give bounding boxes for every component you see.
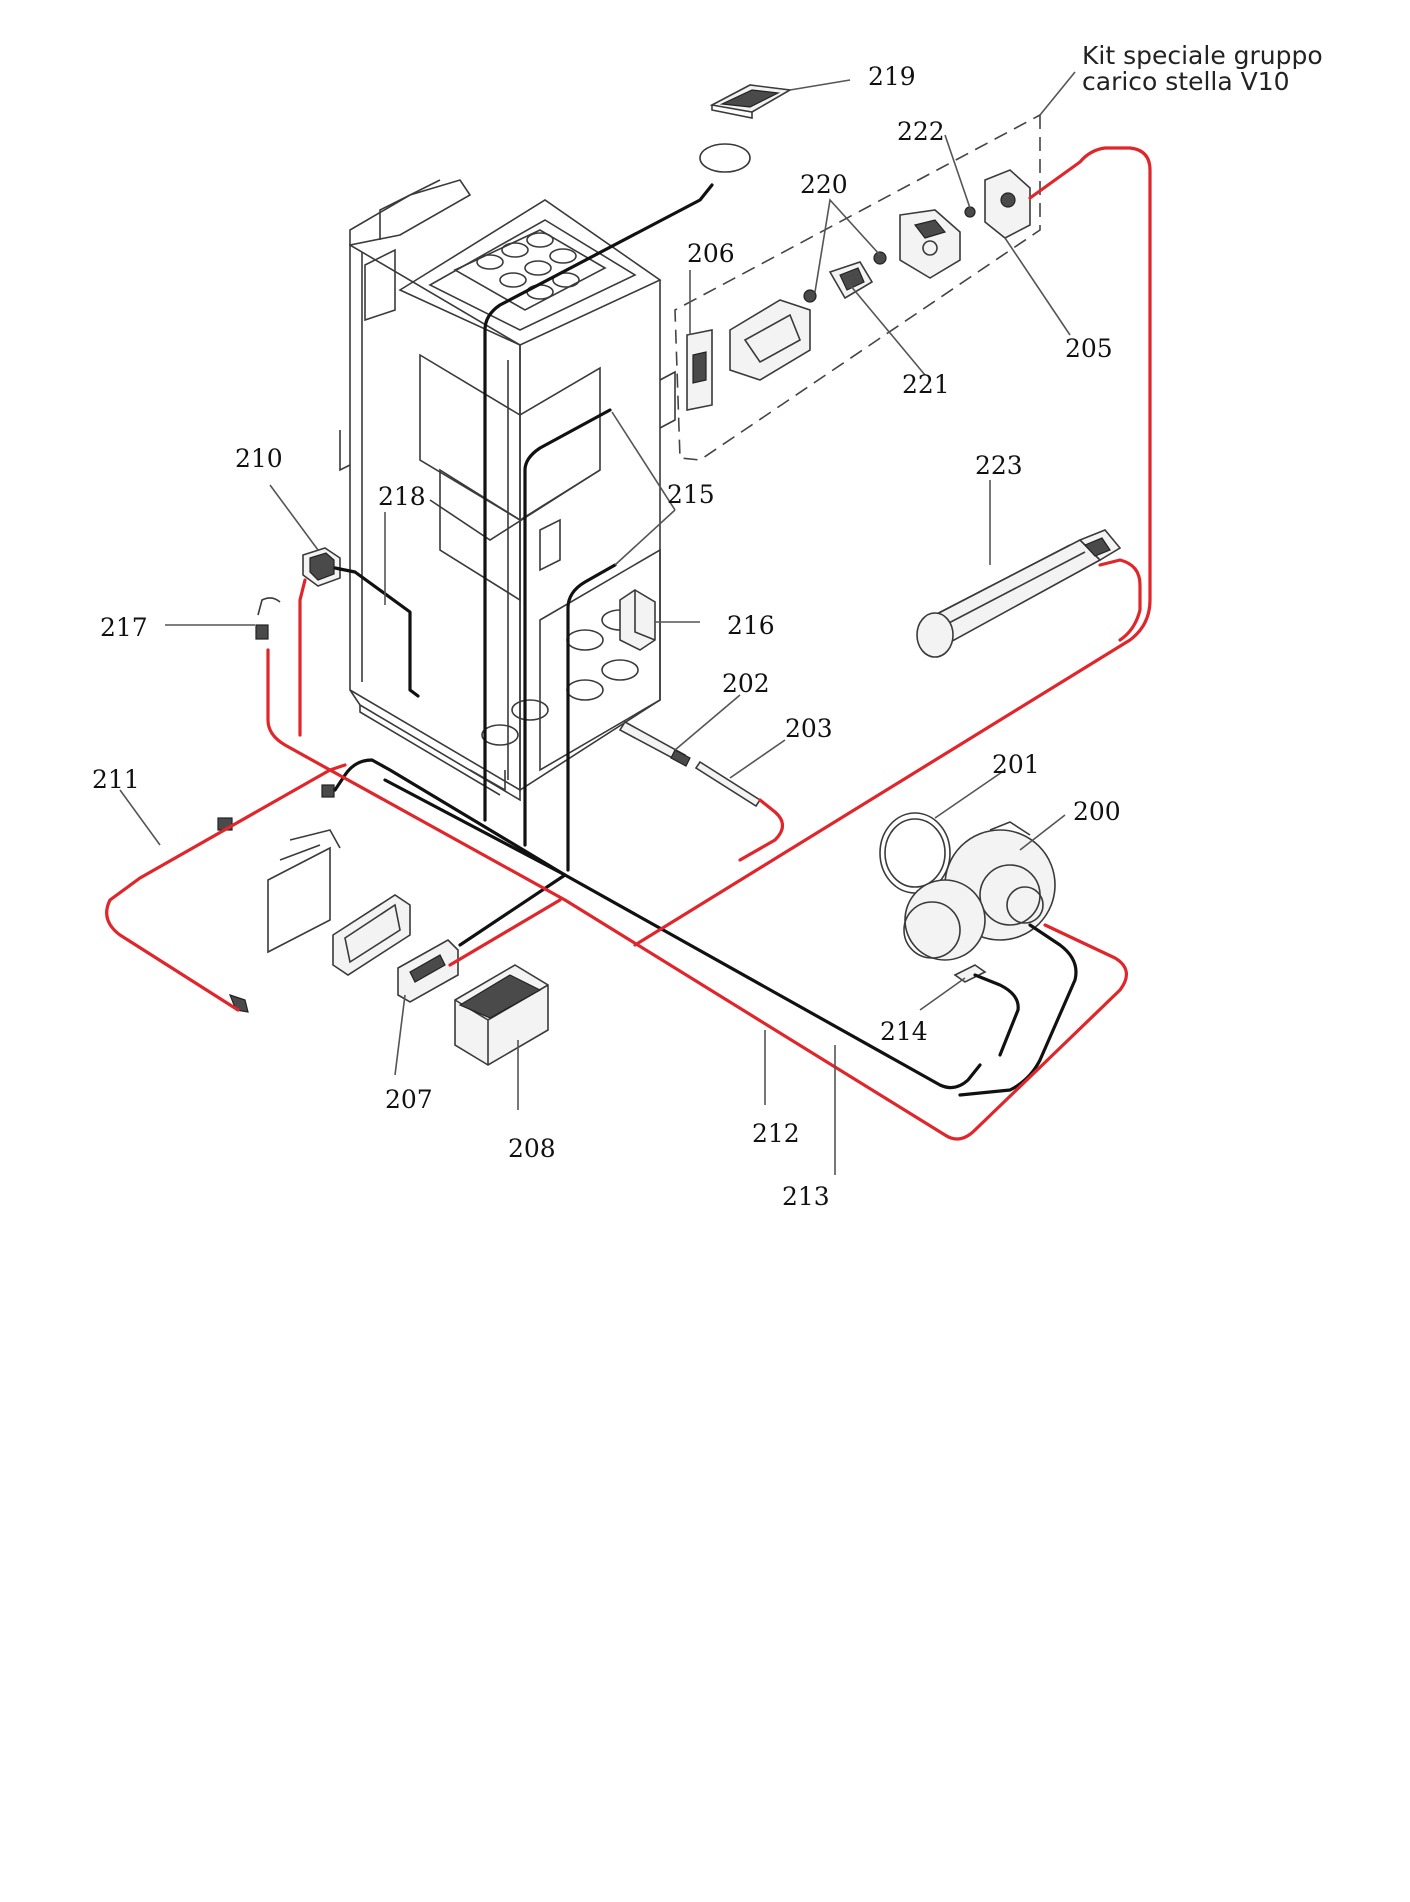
label-214: 214 <box>880 1017 928 1046</box>
cable-ring <box>699 143 751 173</box>
kit-label-line1: Kit speciale gruppo <box>1082 41 1323 70</box>
label-211: 211 <box>92 765 140 794</box>
label-221: 221 <box>902 370 950 399</box>
label-212: 212 <box>752 1119 800 1148</box>
switch-210 <box>302 547 341 587</box>
board-frame <box>332 894 411 976</box>
mount-plate <box>267 829 341 954</box>
bearing-220b <box>873 251 887 265</box>
label-213: 213 <box>782 1182 830 1211</box>
label-200: 200 <box>1073 797 1121 826</box>
sensor-rod-203 <box>694 760 762 808</box>
label-220: 220 <box>800 170 848 199</box>
bracket-216 <box>619 589 656 651</box>
auger-housing <box>729 299 811 381</box>
igniter-202 <box>618 720 691 767</box>
label-202: 202 <box>722 669 770 698</box>
plate-206 <box>686 329 713 411</box>
leader-lines <box>119 71 1076 1175</box>
label-203: 203 <box>785 714 833 743</box>
wiring <box>105 146 1152 1141</box>
sensor-217 <box>255 597 281 640</box>
label-223: 223 <box>975 451 1023 480</box>
mount-bracket <box>899 209 961 279</box>
label-201: 201 <box>992 750 1040 779</box>
kit-label-line2: carico stella V10 <box>1082 67 1290 96</box>
display-panel-219 <box>709 84 793 119</box>
module-box-208 <box>454 964 549 1066</box>
label-218: 218 <box>378 482 426 511</box>
bearing-222 <box>964 206 976 218</box>
star-feeder-221 <box>828 261 874 300</box>
plug-211 <box>228 994 249 1013</box>
probe-214 <box>953 964 987 983</box>
label-217: 217 <box>100 613 148 642</box>
gear-motor-205 <box>984 169 1031 239</box>
kit-boundary <box>674 114 1041 461</box>
label-215: 215 <box>667 480 715 509</box>
tangential-fan-223 <box>916 529 1122 658</box>
label-219: 219 <box>868 62 916 91</box>
extractor-fan-200 <box>903 821 1056 961</box>
label-216: 216 <box>727 611 775 640</box>
label-207: 207 <box>385 1085 433 1114</box>
label-206: 206 <box>687 239 735 268</box>
connector-b <box>321 784 335 798</box>
label-210: 210 <box>235 444 283 473</box>
label-205: 205 <box>1065 334 1113 363</box>
stove-body <box>339 179 676 802</box>
label-222: 222 <box>897 117 945 146</box>
label-208: 208 <box>508 1134 556 1163</box>
control-board-207 <box>397 939 459 1003</box>
bearing-220a <box>803 289 817 303</box>
